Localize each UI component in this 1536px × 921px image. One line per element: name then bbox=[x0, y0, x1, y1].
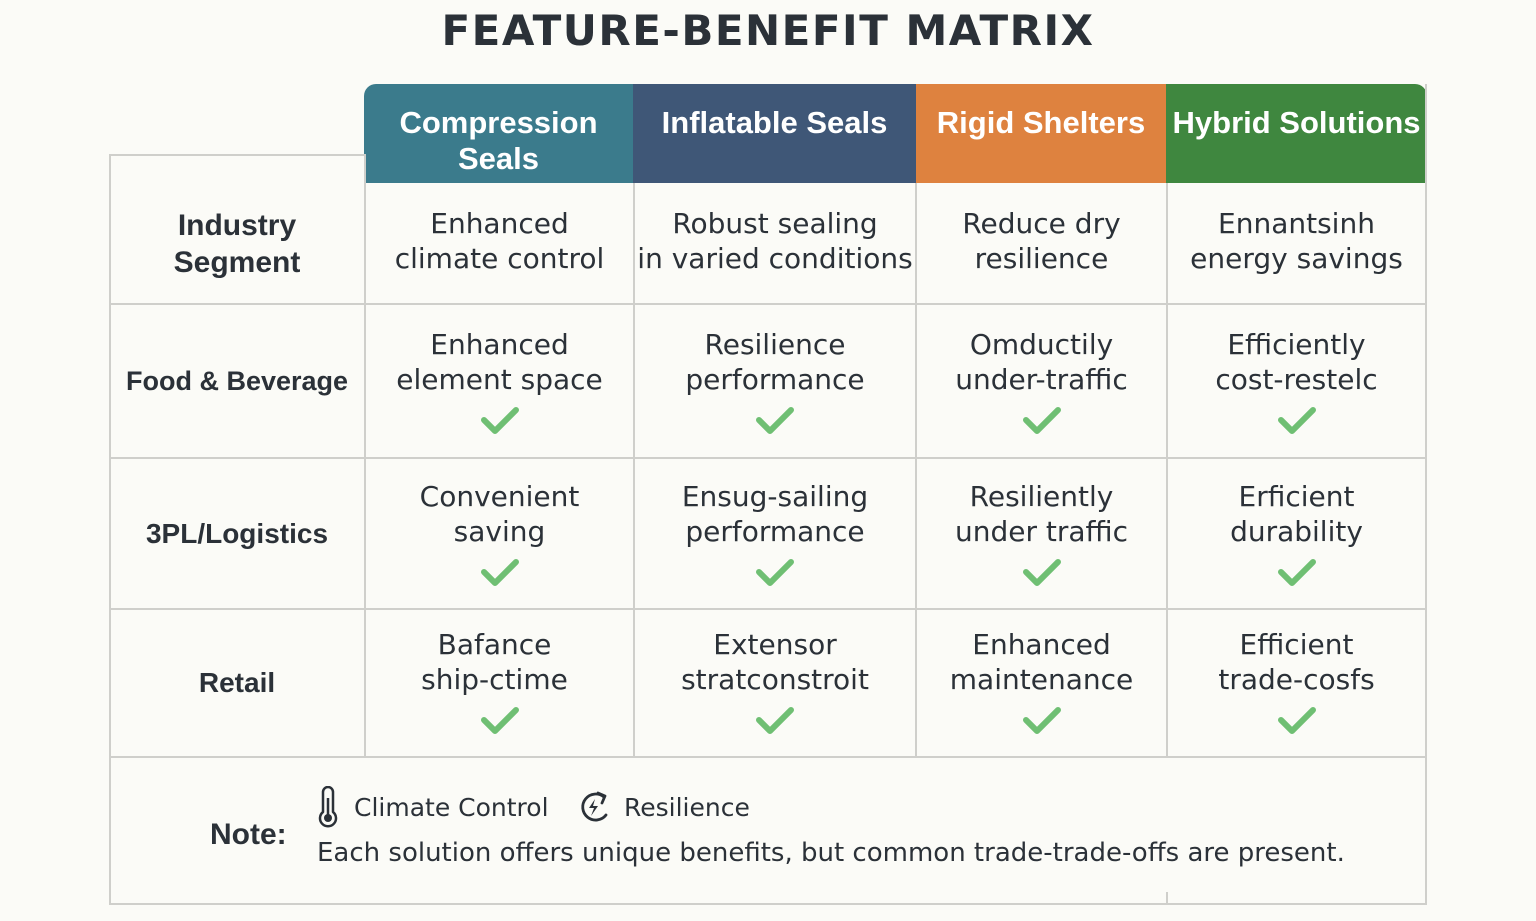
matrix-cell: Enhanced element space bbox=[366, 327, 633, 435]
matrix-cell: Enhanced maintenance bbox=[917, 627, 1166, 735]
legend-label: Resilience bbox=[624, 792, 750, 822]
check-icon bbox=[480, 559, 519, 586]
matrix-cell: Resiliently under traffic bbox=[917, 479, 1166, 587]
matrix-cell: Reduce dry resilience bbox=[962, 207, 1121, 275]
column-header-compression-seals: Compression Seals bbox=[364, 84, 633, 183]
check-icon bbox=[1022, 407, 1061, 434]
check-icon bbox=[756, 707, 794, 734]
check-icon bbox=[756, 407, 794, 434]
check-icon bbox=[1277, 407, 1316, 434]
check-icon bbox=[1277, 559, 1316, 586]
row-label-3pl-logistics: 3PL/Logistics bbox=[145, 517, 329, 549]
matrix-cell: Bafance ship-ctime bbox=[366, 627, 623, 735]
legend-item-resilience: Resilience bbox=[576, 786, 750, 828]
matrix-cell: Resilience performance bbox=[635, 327, 915, 435]
check-icon bbox=[756, 559, 794, 586]
legend-label: Climate Control bbox=[354, 792, 549, 822]
row-label-food-beverage: Food & Beverage bbox=[125, 365, 349, 396]
matrix-cell: Erficient durability bbox=[1168, 479, 1425, 587]
row-label-industry-segment: Industry Segment bbox=[173, 208, 301, 279]
matrix-cell: Efficiently cost-restelc bbox=[1168, 327, 1425, 435]
thermometer-icon bbox=[318, 786, 338, 828]
check-icon bbox=[480, 407, 519, 434]
check-icon bbox=[480, 707, 519, 734]
matrix-cell: Convenient saving bbox=[366, 479, 633, 587]
check-icon bbox=[1277, 707, 1316, 734]
check-icon bbox=[1022, 707, 1061, 734]
matrix-cell: Extensor stratconstroit bbox=[635, 627, 915, 735]
matrix-cell: Efficient trade-cosfs bbox=[1168, 627, 1425, 735]
cycle-lightning-icon bbox=[581, 791, 608, 822]
check-icon bbox=[1022, 559, 1061, 586]
note-text: Each solution offers unique benefits, bu… bbox=[317, 838, 1345, 868]
column-header-inflatable-seals: Inflatable Seals bbox=[633, 84, 916, 183]
column-header-rigid-shelters: Rigid Shelters bbox=[916, 84, 1166, 183]
matrix-cell: Ennantsinh energy savings bbox=[1190, 207, 1403, 275]
legend-item-climate-control: Climate Control bbox=[314, 786, 549, 828]
matrix-cell: Robust sealing in varied conditions bbox=[637, 207, 913, 275]
matrix-cell: Enhanced climate control bbox=[394, 207, 605, 275]
matrix-cell: Omductily under-traffic bbox=[917, 327, 1166, 435]
column-header-hybrid-solutions: Hybrid Solutions bbox=[1166, 84, 1427, 183]
page-title: FEATURE-BENEFIT MATRIX bbox=[441, 6, 1095, 55]
matrix-cell: Ensug-sailing performance bbox=[635, 479, 915, 587]
row-label-retail: Retail bbox=[198, 667, 276, 698]
note-label: Note: bbox=[210, 818, 287, 851]
